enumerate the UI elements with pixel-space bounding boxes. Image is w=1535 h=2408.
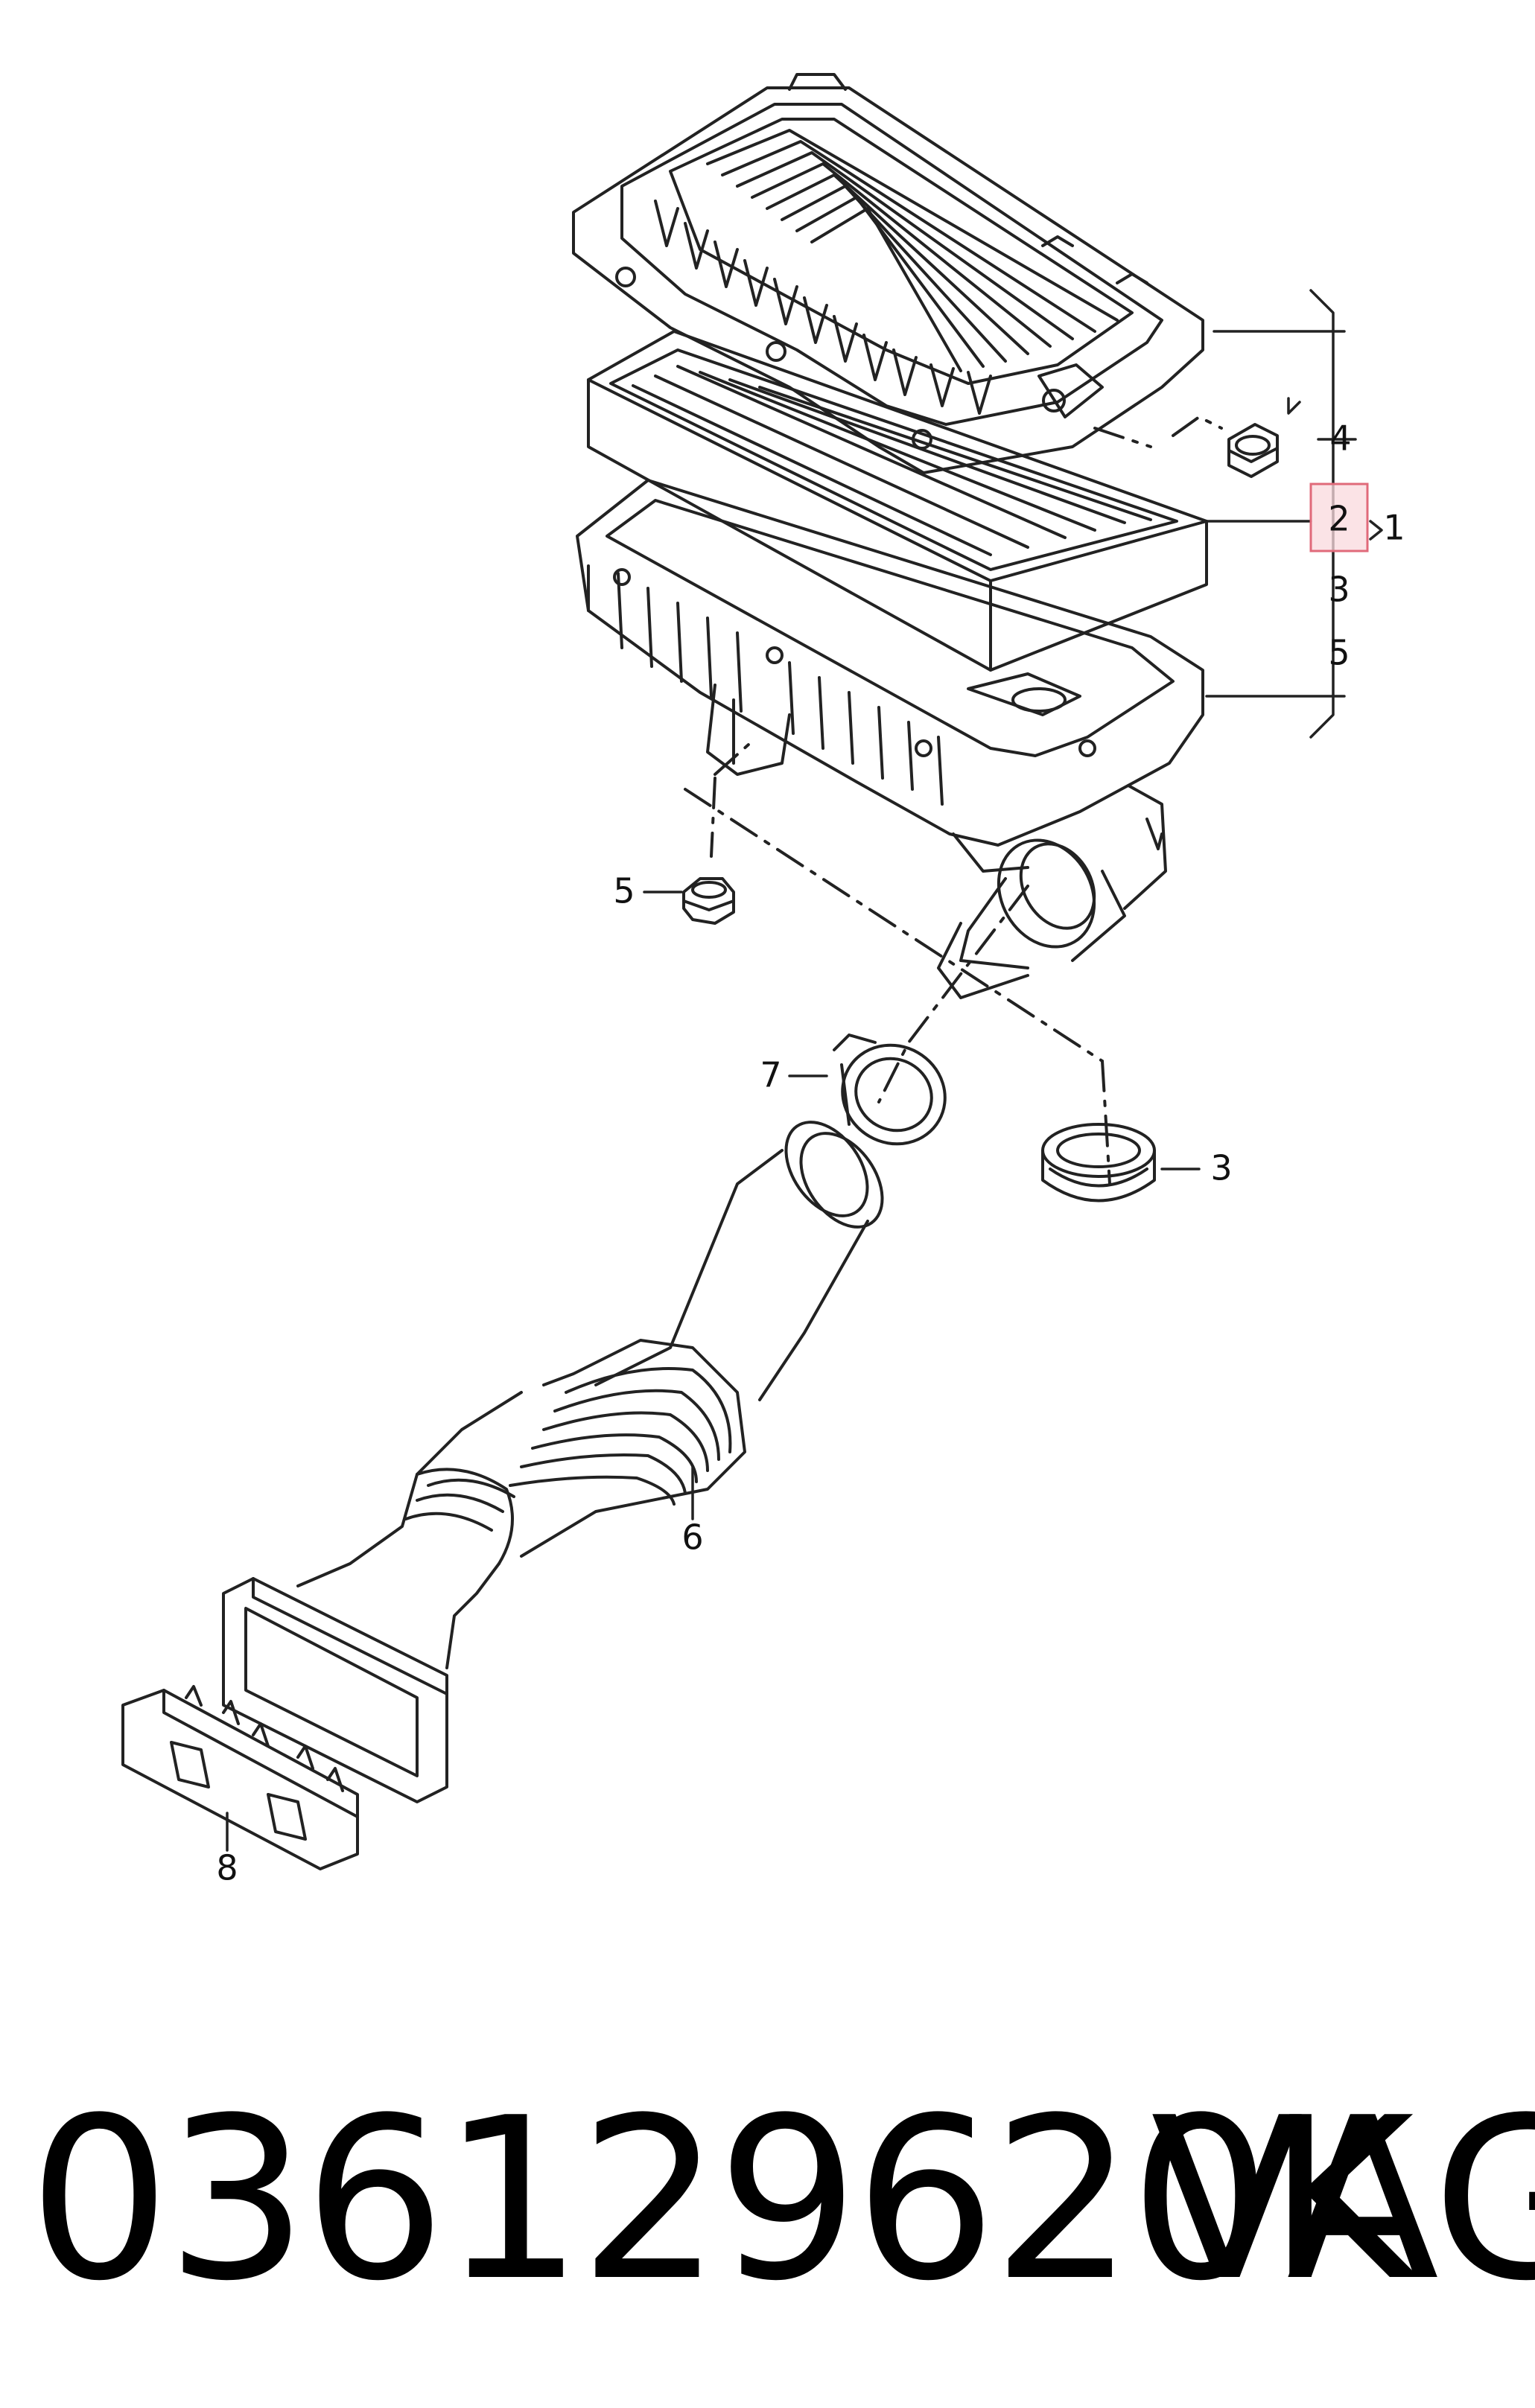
nut-part-5 bbox=[682, 877, 735, 925]
filter-element bbox=[587, 330, 1208, 672]
leader-lines bbox=[226, 289, 1383, 1852]
callout-3-lower: 3 bbox=[1210, 1148, 1232, 1188]
intake-mouth bbox=[222, 1577, 448, 1803]
callout-8: 8 bbox=[216, 1848, 238, 1888]
nut-part-4 bbox=[1227, 423, 1279, 478]
filter-housing-lower bbox=[576, 479, 1204, 999]
hose-clamp-part-7 bbox=[833, 1033, 947, 1146]
filter-housing-cover bbox=[572, 73, 1204, 474]
grommet-part-3 bbox=[1041, 1123, 1156, 1203]
brand-name: VAG bbox=[1151, 2070, 1535, 2330]
exploded-parts-diagram: 1 2 3 5 4 5 7 3 6 8 bbox=[121, 73, 1405, 1888]
callout-5-right: 5 bbox=[1328, 633, 1350, 673]
intake-hose-part-6 bbox=[296, 1121, 884, 1669]
callout-1: 1 bbox=[1383, 508, 1405, 548]
callout-2: 2 bbox=[1328, 499, 1350, 539]
callout-3-right: 3 bbox=[1328, 570, 1350, 610]
callout-2-highlight bbox=[1309, 482, 1369, 552]
callout-4: 4 bbox=[1329, 418, 1351, 459]
callout-6: 6 bbox=[681, 1517, 703, 1558]
assembly-lines bbox=[684, 415, 1223, 1185]
bracket-part-8 bbox=[121, 1685, 359, 1870]
callout-7: 7 bbox=[760, 1055, 781, 1095]
callout-5-left: 5 bbox=[613, 871, 635, 911]
part-number: 036129620K bbox=[28, 2070, 1414, 2330]
